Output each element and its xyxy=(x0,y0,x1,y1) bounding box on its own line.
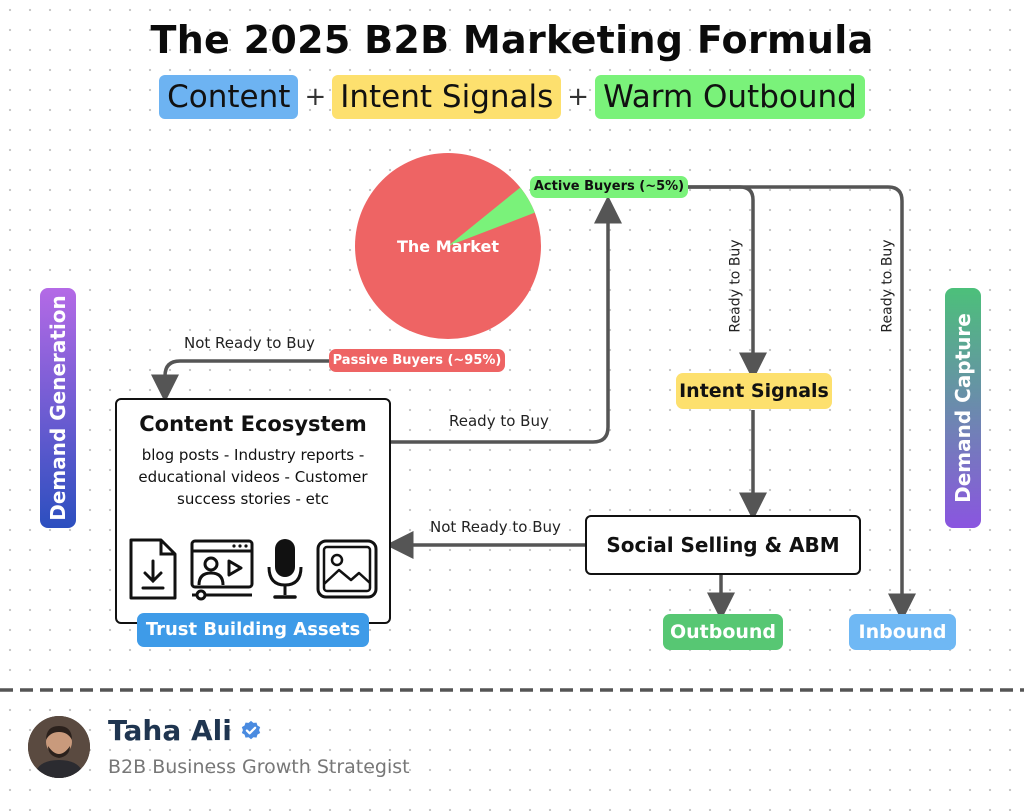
content-desc-line: success stories - etc xyxy=(177,490,329,508)
video-presenter-icon xyxy=(190,539,254,601)
active-buyers-tag: Active Buyers (~5%) xyxy=(530,176,688,198)
label-not-ready-top: Not Ready to Buy xyxy=(184,334,315,352)
market-pie: The Market xyxy=(355,153,541,339)
content-ecosystem-title: Content Ecosystem xyxy=(139,412,367,436)
content-pill: Content xyxy=(159,75,299,119)
outbound-tag: Outbound xyxy=(663,614,783,650)
page-title: The 2025 B2B Marketing Formula xyxy=(150,18,874,62)
inbound-tag: Inbound xyxy=(849,614,956,650)
label-ready-content: Ready to Buy xyxy=(449,412,549,430)
download-doc-icon xyxy=(129,538,177,600)
label-ready-inbound: Ready to Buy xyxy=(880,239,896,333)
arrow-not-ready-top xyxy=(151,359,330,403)
arrow-ready-inbound xyxy=(686,185,916,622)
profile-name-row: Taha Ali xyxy=(108,714,262,747)
formula-row: Content + Intent Signals + Warm Outbound xyxy=(0,75,1024,119)
demand-capture-label: Demand Capture xyxy=(945,288,981,528)
plus-sign: + xyxy=(567,82,590,112)
microphone-icon xyxy=(267,539,303,599)
label-ready-intent: Ready to Buy xyxy=(728,239,744,333)
pie-slice-active xyxy=(448,187,535,246)
trust-building-assets-tag: Trust Building Assets xyxy=(137,613,369,647)
image-icon xyxy=(316,539,378,599)
label-not-ready-social: Not Ready to Buy xyxy=(430,518,561,536)
avatar xyxy=(28,716,90,778)
market-label: The Market xyxy=(397,237,499,256)
intent-signals-tag: Intent Signals xyxy=(676,373,832,409)
profile-name: Taha Ali xyxy=(108,714,232,747)
demand-generation-text: Demand Generation xyxy=(46,295,70,521)
intent-signals-pill: Intent Signals xyxy=(332,75,562,119)
warm-outbound-pill: Warm Outbound xyxy=(595,75,865,119)
profile-role: B2B Business Growth Strategist xyxy=(108,756,410,778)
plus-sign: + xyxy=(304,82,327,112)
social-selling-label: Social Selling & ABM xyxy=(606,533,840,557)
demand-capture-text: Demand Capture xyxy=(951,313,975,503)
arrow-ready-content xyxy=(390,195,622,444)
passive-buyers-tag: Passive Buyers (~95%) xyxy=(329,349,505,372)
demand-generation-label: Demand Generation xyxy=(40,288,76,528)
content-ecosystem-box: Content Ecosystem blog posts - Industry … xyxy=(115,398,391,624)
verified-badge-icon xyxy=(241,720,260,739)
content-desc-line: blog posts - Industry reports - xyxy=(141,446,365,464)
content-desc-line: educational videos - Customer xyxy=(138,468,368,486)
social-selling-box: Social Selling & ABM xyxy=(585,515,861,575)
